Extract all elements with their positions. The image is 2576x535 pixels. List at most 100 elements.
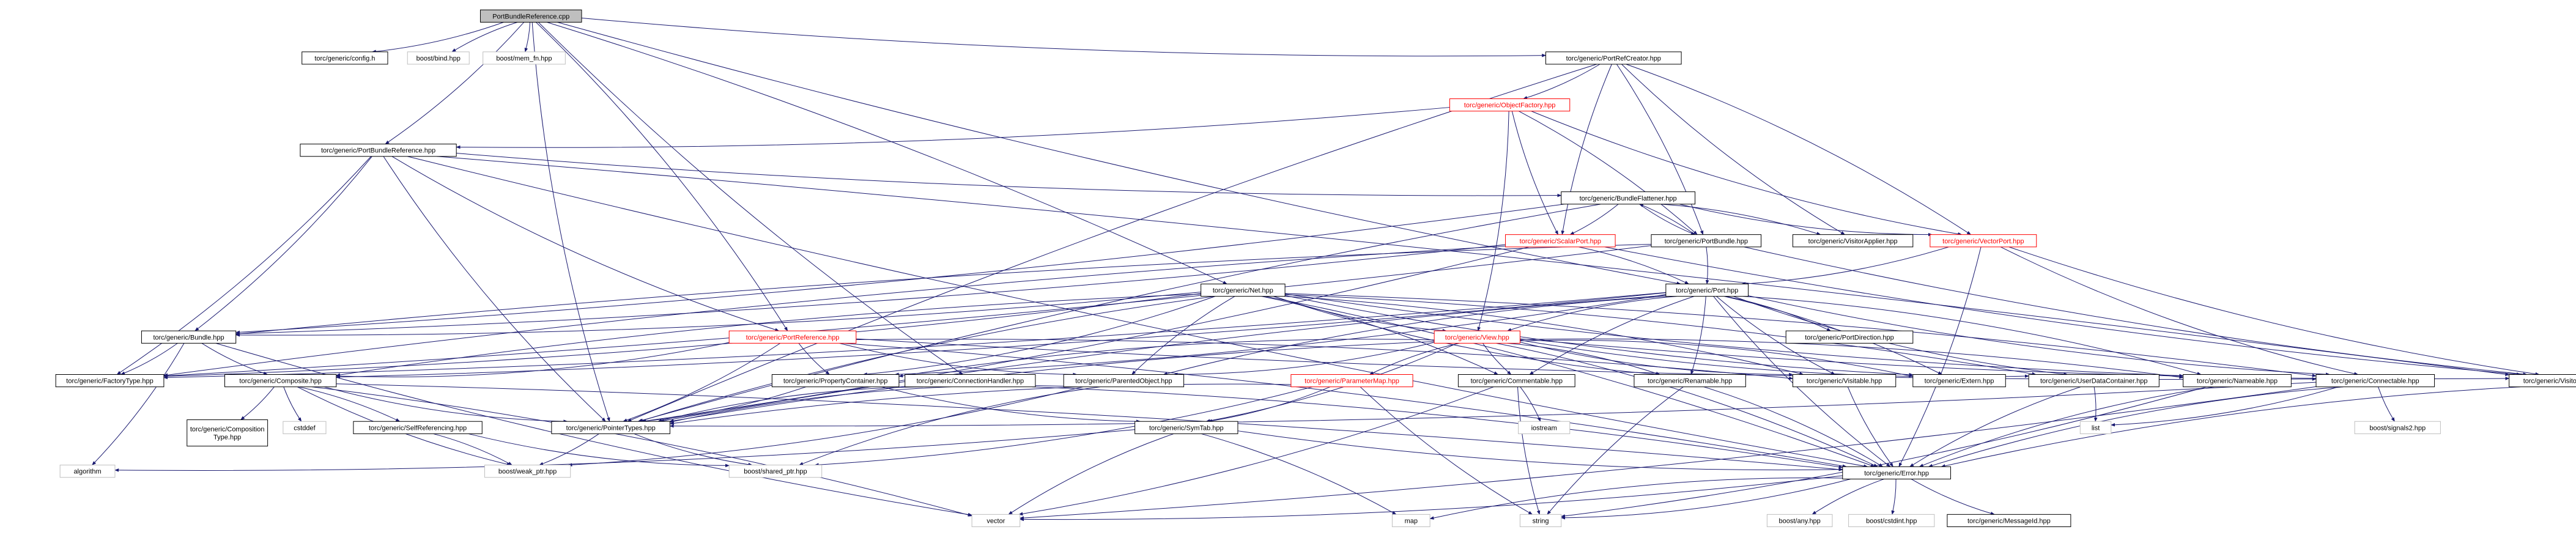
node-label: torc/generic/ConnectionHandler.hpp: [917, 378, 1024, 385]
edge-portrefcreator-to-vectorport: [1626, 64, 1971, 235]
edge-nameable-to-string: [1561, 386, 2207, 518]
edge-net-to-nameable: [1285, 293, 2184, 378]
edge-connectable-to-signals2: [2378, 386, 2395, 422]
node-scalarport[interactable]: torc/generic/ScalarPort.hpp: [1505, 234, 1616, 248]
node-messageid[interactable]: torc/generic/MessageId.hpp: [1947, 514, 2071, 528]
node-objectfactory[interactable]: torc/generic/ObjectFactory.hpp: [1449, 98, 1571, 112]
node-label: torc/generic/VectorPort.hpp: [1942, 238, 2024, 245]
edge-port-to-userdatacontainer: [1733, 296, 2068, 376]
node-portbundleref[interactable]: torc/generic/PortBundleReference.hpp: [300, 144, 457, 157]
edge-bundle-to-factorytype: [120, 342, 178, 375]
edge-portbundleref-to-error: [407, 156, 1868, 468]
node-userdatacontainer[interactable]: torc/generic/UserDataContainer.hpp: [2028, 374, 2160, 388]
node-root[interactable]: PortBundleReference.cpp: [479, 9, 582, 23]
node-renamable[interactable]: torc/generic/Renamable.hpp: [1634, 374, 1746, 388]
node-nameable[interactable]: torc/generic/Nameable.hpp: [2183, 374, 2292, 388]
edge-parametermap-to-symtab: [1207, 386, 1331, 423]
edge-error-to-messageid: [1911, 479, 1995, 515]
node-box: [1912, 374, 2006, 388]
node-label: iostream: [1531, 424, 1557, 432]
edge-port-to-renamable: [1690, 296, 1706, 375]
node-connectable[interactable]: torc/generic/Connectable.hpp: [2315, 374, 2435, 388]
node-label: torc/generic/PortRefCreator.hpp: [1566, 55, 1661, 62]
node-propertycontainer[interactable]: torc/generic/PropertyContainer.hpp: [771, 374, 900, 388]
node-box: [224, 374, 337, 388]
edge-commentable-to-vector: [1018, 386, 1494, 516]
edge-composite-to-selfref: [298, 386, 401, 422]
node-extern[interactable]: torc/generic/Extern.hpp: [1912, 374, 2006, 388]
node-view[interactable]: torc/generic/View.hpp: [1434, 330, 1520, 344]
node-box: [2354, 421, 2441, 434]
node-commentable[interactable]: torc/generic/Commentable.hpp: [1457, 374, 1575, 388]
node-box: [1063, 374, 1185, 388]
edge-portbundleref-to-bundle: [194, 156, 372, 331]
node-box: [1792, 234, 1914, 248]
node-connectionhandler[interactable]: torc/generic/ConnectionHandler.hpp: [905, 374, 1036, 388]
node-box: [55, 374, 165, 388]
node-visitortype[interactable]: torc/generic/VisitorType.hpp: [2509, 374, 2576, 388]
edge-error-to-vector: [1019, 475, 1843, 522]
node-pointertypes[interactable]: torc/generic/PointerTypes.hpp: [551, 421, 670, 434]
edge-portbundle-to-bundle: [235, 243, 1652, 336]
node-vectorport[interactable]: torc/generic/VectorPort.hpp: [1930, 234, 2037, 248]
edge-commentable-to-iostream: [1520, 386, 1541, 422]
node-label: map: [1405, 517, 1418, 525]
node-label: torc/generic/ParentedObject.hpp: [1075, 378, 1172, 385]
node-parentedobject[interactable]: torc/generic/ParentedObject.hpp: [1063, 374, 1185, 388]
node-symtab[interactable]: torc/generic/SymTab.hpp: [1134, 421, 1238, 434]
edge-bundleflattener-to-visitorapplier: [1660, 204, 1821, 235]
edge-root-to-portbundleref: [385, 22, 525, 144]
edge-root-to-portreference: [536, 21, 788, 331]
edge-portbundleref-to-bundleflattener: [456, 153, 1562, 197]
edge-userdatacontainer-to-list: [2093, 386, 2098, 422]
edge-objectfactory-to-portbundle: [1518, 111, 1698, 235]
edge-composite-to-compositiontype: [240, 386, 275, 420]
edge-vectorport-to-connectable: [2000, 246, 2359, 375]
node-label: boost/bind.hpp: [416, 55, 461, 62]
node-bundleflattener[interactable]: torc/generic/BundleFlattener.hpp: [1561, 191, 1696, 205]
node-label: torc/generic/config.h: [314, 55, 375, 62]
node-visitable[interactable]: torc/generic/Visitable.hpp: [1792, 374, 1897, 388]
node-bundle[interactable]: torc/generic/Bundle.hpp: [141, 330, 237, 344]
edge-parametermap-to-sharedptr: [814, 386, 1313, 467]
node-portbundle[interactable]: torc/generic/PortBundle.hpp: [1651, 234, 1762, 248]
node-signals2: boost/signals2.hpp: [2354, 421, 2441, 434]
edge-port-to-factorytype: [163, 292, 1666, 380]
node-memfn: boost/mem_fn.hpp: [483, 51, 566, 65]
node-error[interactable]: torc/generic/Error.hpp: [1842, 466, 1952, 479]
node-parametermap[interactable]: torc/generic/ParameterMap.hpp: [1290, 374, 1413, 388]
node-label: torc/generic/Renamable.hpp: [1648, 378, 1732, 385]
node-portrefcreator[interactable]: torc/generic/PortRefCreator.hpp: [1545, 51, 1682, 65]
node-box: [905, 374, 1036, 388]
edge-net-to-bundle: [235, 292, 1201, 337]
edge-net-to-pointertypes: [638, 296, 1215, 422]
edge-symtab-to-error: [1237, 430, 1843, 471]
edge-portbundleref-to-pointertypes: [383, 156, 606, 422]
node-box: [1766, 514, 1833, 528]
edge-objectfactory-to-portbundleref: [456, 107, 1450, 149]
node-composite[interactable]: torc/generic/Composite.hpp: [224, 374, 337, 388]
node-portreference[interactable]: torc/generic/PortReference.hpp: [728, 330, 857, 344]
node-portdirection[interactable]: torc/generic/PortDirection.hpp: [1785, 330, 1914, 344]
edge-root-to-port: [557, 21, 1681, 286]
node-box: [1930, 234, 2037, 248]
node-selfref[interactable]: torc/generic/SelfReferencing.hpp: [353, 421, 483, 434]
node-label: torc/generic/SymTab.hpp: [1149, 424, 1224, 432]
node-map: map: [1391, 514, 1430, 528]
node-config[interactable]: torc/generic/config.h: [302, 51, 388, 65]
edge-net-to-visitable: [1284, 296, 1804, 375]
node-port[interactable]: torc/generic/Port.hpp: [1665, 283, 1749, 297]
node-box: [59, 465, 116, 478]
node-label: torc/generic/Net.hpp: [1213, 287, 1273, 295]
node-visitorapplier[interactable]: torc/generic/VisitorApplier.hpp: [1792, 234, 1914, 248]
node-label: torc/generic/BundleFlattener.hpp: [1580, 195, 1677, 202]
edge-error-to-map: [1429, 478, 1843, 520]
edge-pointertypes-to-weakptr: [539, 434, 599, 466]
edge-port-to-commentable: [1529, 296, 1695, 375]
node-factorytype[interactable]: torc/generic/FactoryType.hpp: [55, 374, 165, 388]
edge-portreference-to-propertycontainer: [798, 343, 830, 375]
node-net[interactable]: torc/generic/Net.hpp: [1201, 283, 1286, 297]
edge-visitortype-to-error: [1941, 386, 2520, 468]
edge-root-to-config: [371, 21, 504, 53]
